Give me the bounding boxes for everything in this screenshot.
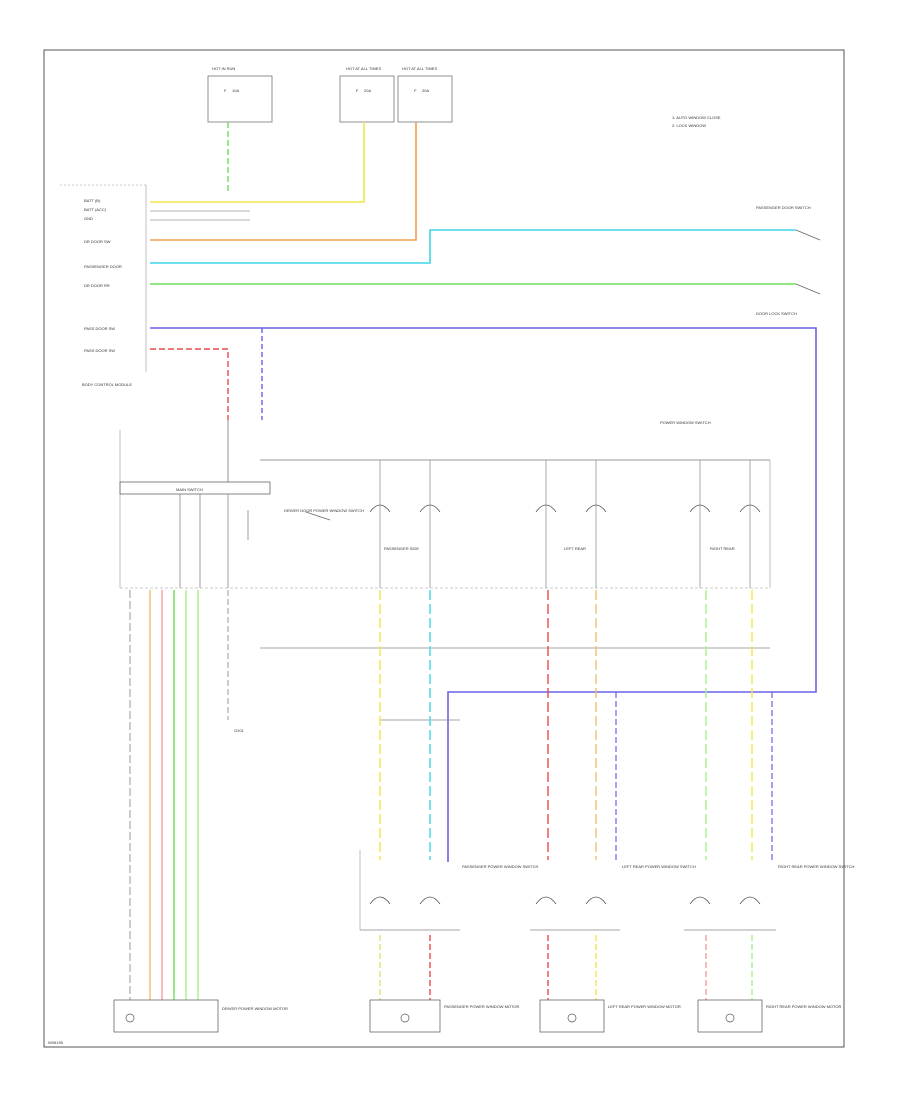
fuse-box-2 [339, 75, 395, 123]
motor-icon [125, 1013, 135, 1023]
motor-label-3: LEFT REAR POWER WINDOW MOTOR [608, 1004, 681, 1009]
drop-wires [129, 590, 773, 1000]
lower-switch-left-rear: LEFT REAR POWER WINDOW SWITCH [530, 864, 696, 931]
motor-left-rear: LEFT REAR POWER WINDOW MOTOR [539, 999, 681, 1033]
wire-yellow [150, 122, 365, 203]
diagram-title: POWER WINDOW CIRCUITS [340, 1040, 394, 1045]
fuse-3-rating: 20A [422, 88, 429, 93]
fuse-2-header: HOT AT ALL TIMES [346, 66, 381, 71]
signal-label-4: DR DOOR SW [84, 239, 111, 244]
door-switch-label-3: RIGHT REAR [710, 546, 735, 551]
signal-label-7: PASS DOOR SW [84, 326, 115, 331]
lower-switch-label-1: PASSENGER POWER WINDOW SWITCH [462, 864, 538, 869]
bus-wires [150, 122, 817, 862]
lower-switch-label-3: RIGHT REAR POWER WINDOW SWITCH [778, 864, 854, 869]
signal-label-5: PASSENGER DOOR [84, 264, 122, 269]
motor-icon [400, 1013, 410, 1023]
switch-block-title: POWER WINDOW SWITCH [660, 420, 711, 425]
fuse-2-rating: 20A [364, 88, 371, 93]
wire-red [150, 348, 229, 420]
right-label-2: DOOR LOCK SWITCH [756, 311, 797, 316]
fuse-box-3 [397, 75, 453, 123]
right-switch-2 [795, 283, 821, 295]
main-switch-title: DRIVER DOOR POWER WINDOW SWITCH [284, 508, 364, 513]
door-switch-label-2: LEFT REAR [564, 546, 586, 551]
left-module-label: BODY CONTROL MODULE [82, 382, 132, 387]
diagram-id: W05195 [48, 1040, 64, 1045]
fuse-group: HOT IN RUN F 10A HOT AT ALL TIMES F 20A … [207, 66, 453, 123]
motor-label-4: RIGHT REAR POWER WINDOW MOTOR [766, 1004, 842, 1009]
door-switch-right-rear: RIGHT REAR [689, 460, 761, 588]
signal-label-3: GND [84, 216, 93, 221]
signal-label-1: BATT (B) [84, 198, 101, 203]
right-label-1: PASSENGER DOOR SWITCH [756, 205, 811, 210]
motor-label-1: DRIVER POWER WINDOW MOTOR [222, 1006, 288, 1011]
fuse-3-header: HOT AT ALL TIMES [402, 66, 437, 71]
main-switch-bar [119, 481, 271, 495]
wire-blue [150, 327, 817, 862]
signal-label-2: BATT (ACC) [84, 207, 107, 212]
motor-icon [567, 1013, 577, 1023]
motor-passenger: PASSENGER POWER WINDOW MOTOR [369, 999, 520, 1033]
lower-switch-label-2: LEFT REAR POWER WINDOW SWITCH [622, 864, 696, 869]
lower-switch-passenger: PASSENGER POWER WINDOW SWITCH [359, 850, 538, 931]
fuse-3-id: F [414, 88, 417, 93]
motor-driver: DRIVER POWER WINDOW MOTOR [113, 999, 288, 1033]
lower-switch-right-rear: RIGHT REAR POWER WINDOW SWITCH [684, 864, 854, 931]
fuse-1-id: F [224, 88, 227, 93]
driver-switch-module: MAIN SWITCH DRIVER DOOR POWER WINDOW SWI… [119, 420, 364, 588]
ground-label: G201 [234, 728, 245, 733]
driver-internal-wires [179, 494, 249, 588]
fuse-1-rating: 10A [232, 88, 239, 93]
motor-label-2: PASSENGER POWER WINDOW MOTOR [444, 1004, 520, 1009]
legend-line-2: 2: LOCK WINDOW [672, 123, 706, 128]
legend-line-1: 1: AUTO WINDOW CLOSE [672, 115, 721, 120]
door-switch-label-1: PASSENGER SIDE [384, 546, 419, 551]
motor-icon [725, 1013, 735, 1023]
left-signal-labels: BATT (B) BATT (ACC) GND DR DOOR SW PASSE… [84, 198, 122, 353]
diagram-frame [43, 49, 845, 1048]
fuse-2-id: F [356, 88, 359, 93]
right-switch-1 [795, 229, 821, 241]
wire-gray-short [150, 210, 250, 221]
wire-orange [150, 122, 417, 241]
door-switch-left-rear: LEFT REAR [535, 460, 607, 588]
driver-switch-contact [305, 511, 331, 521]
motor-right-rear: RIGHT REAR POWER WINDOW MOTOR [697, 999, 842, 1033]
door-switch-passenger: PASSENGER SIDE [369, 460, 441, 588]
wire-cyan [150, 229, 796, 264]
fuse-box-1 [207, 75, 273, 123]
signal-label-8: PASS DOOR SW [84, 348, 115, 353]
motor-feed-wires [379, 935, 753, 1000]
fuse-1-header: HOT IN RUN [212, 66, 235, 71]
main-switch-label: MAIN SWITCH [176, 487, 203, 492]
signal-label-6: DR DOOR RR [84, 283, 110, 288]
